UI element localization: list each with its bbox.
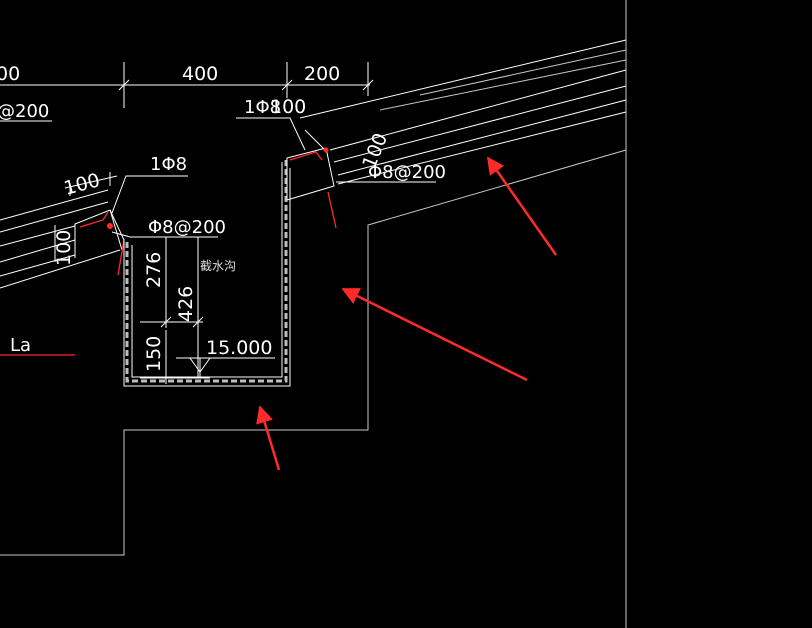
dim-200: 200 (304, 63, 340, 85)
leader-phi8-200-mid (111, 231, 218, 238)
label-phi8-200-mid: Φ8@200 (148, 217, 226, 238)
label-rebar-200-left: @200 (0, 101, 49, 122)
arrow-bottom (256, 405, 281, 471)
annotation-arrows (256, 156, 558, 471)
label-1phi8-left: 1Φ8 (150, 154, 187, 175)
dim-426: 426 (175, 286, 197, 322)
channel-body (109, 160, 291, 387)
dim-100-right: 100 (270, 96, 306, 118)
dim-left-partial: 00 (0, 63, 20, 85)
dim-400: 400 (182, 63, 218, 85)
dim-100-left-lines (54, 172, 118, 262)
dim-100-side: 100 (53, 230, 75, 266)
arrow-right-slope (486, 156, 558, 256)
leader-1phi8-left (111, 175, 188, 214)
right-curb (286, 129, 335, 201)
label-elevation: 15.000 (206, 337, 272, 359)
left-slope-layers (0, 189, 121, 289)
leader-1phi8-right (236, 117, 306, 151)
right-slope-layers (299, 39, 627, 185)
top-dimension-line (0, 62, 374, 108)
dim-276: 276 (143, 252, 165, 288)
ground-outline (0, 149, 627, 556)
dim-150: 150 (143, 336, 165, 372)
left-curb-outline (74, 209, 123, 258)
label-anchorage: La (10, 335, 31, 356)
label-channel-name: 截水沟 (200, 259, 236, 273)
internal-dimension-lines (140, 237, 210, 384)
left-rebar (79, 211, 125, 276)
dim-100-left: 100 (62, 169, 103, 200)
elevation-marker (176, 357, 275, 378)
label-phi8-200-right: Φ8@200 (368, 162, 446, 183)
right-rebar (289, 147, 337, 229)
label-1phi8-right: 1Φ8 (244, 97, 281, 118)
arrow-right-wall (341, 287, 528, 382)
